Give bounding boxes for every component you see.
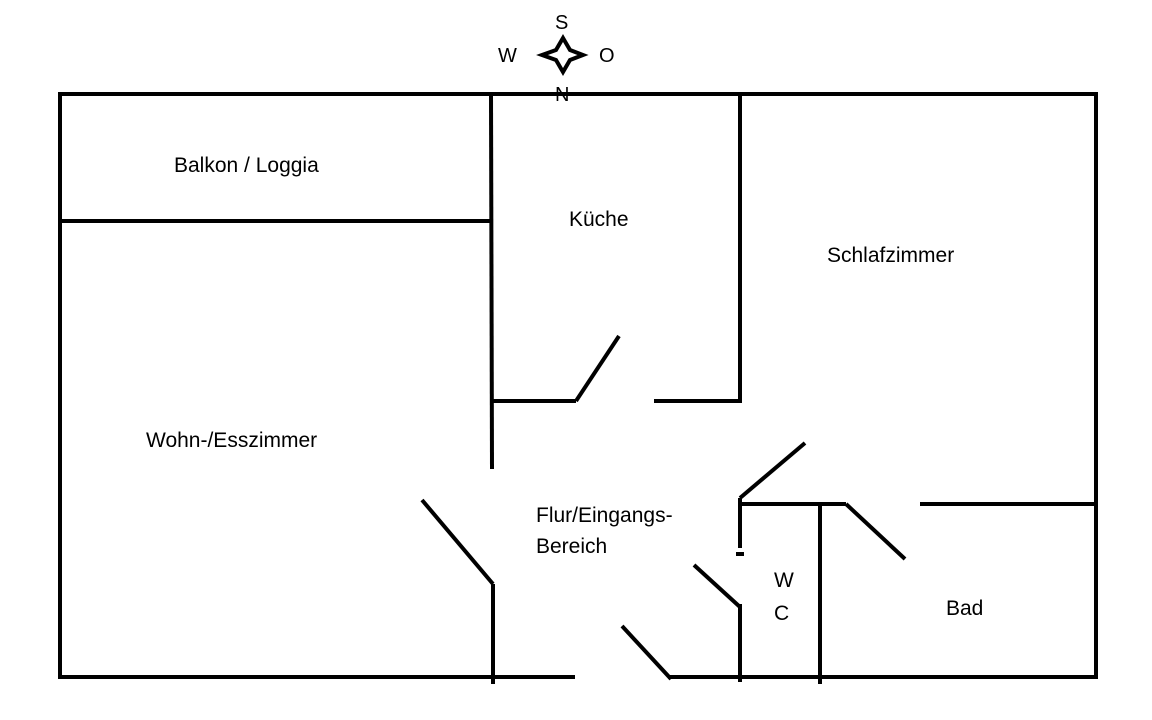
room-label-bedroom: Schlafzimmer: [827, 244, 955, 267]
room-label-bath: Bad: [946, 597, 984, 620]
room-label-hallway-line1: Flur/Eingangs-: [536, 504, 673, 527]
bath-door: [844, 502, 907, 561]
room-label-hallway-line2: Bereich: [536, 535, 608, 558]
entrance-door: [620, 624, 673, 681]
living-door: [420, 498, 495, 586]
room-label-wc-line2: C: [774, 602, 790, 625]
compass-north-label: N: [555, 84, 570, 106]
room-label-balcony: Balkon / Loggia: [174, 154, 319, 177]
bedroom-door: [738, 441, 807, 500]
compass-east-label: O: [599, 45, 615, 67]
room-label-wc-line1: W: [774, 569, 794, 592]
room-label-kitchen: Küche: [569, 208, 629, 231]
compass-star-icon: [536, 34, 589, 76]
compass-south-label: S: [555, 12, 569, 34]
room-label-living: Wohn-/Esszimmer: [146, 429, 318, 452]
compass-west-label: W: [498, 45, 517, 67]
kitchen-door: [574, 334, 621, 403]
wc-door: [692, 563, 742, 609]
living-kitchen-wall: [489, 93, 494, 470]
